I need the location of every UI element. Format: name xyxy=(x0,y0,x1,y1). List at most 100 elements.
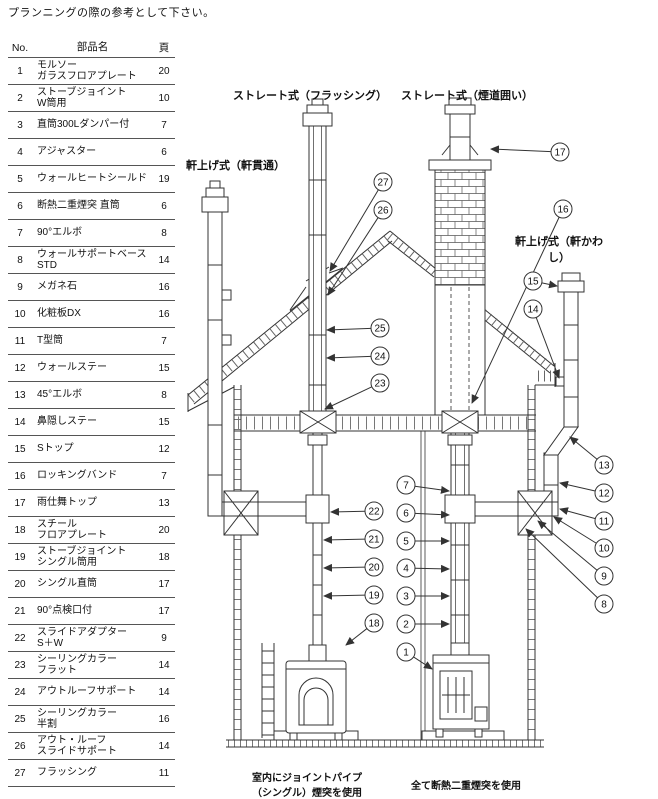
callout-leader xyxy=(569,436,598,460)
row-no: 4 xyxy=(17,146,23,158)
row-page: 17 xyxy=(158,605,170,617)
row-name: ストーブジョイント W筒用 xyxy=(37,86,127,110)
row-name: アジャスター xyxy=(37,146,97,158)
callout-circle xyxy=(594,594,614,614)
row-name: T型筒 xyxy=(37,335,64,347)
callout-circle xyxy=(373,172,393,192)
label-straight-enclosure: ストレート式（煙道囲い） xyxy=(401,90,533,102)
callout-leader xyxy=(414,510,450,519)
row-name: ウォールステー xyxy=(37,362,107,374)
row-name: アウト・ルーフ スライドサポート xyxy=(37,734,117,758)
row-name: ウォールサポートベース STD xyxy=(37,248,147,272)
callout-number: 19 xyxy=(368,591,380,602)
header-name: 部品名 xyxy=(76,41,109,54)
row-no: 12 xyxy=(14,362,26,374)
row-page: 6 xyxy=(161,146,167,158)
callout-number: 18 xyxy=(368,619,380,630)
interior-single-pipe xyxy=(222,432,330,646)
callout-leader xyxy=(327,217,379,296)
callout-number: 14 xyxy=(527,305,539,316)
row-name: モルソー ガラスフロアプレート xyxy=(37,59,137,83)
row-name: フラッシング xyxy=(37,767,97,779)
row-page: 7 xyxy=(161,119,167,131)
callout-leader xyxy=(541,280,558,289)
row-name: スライドアダプター S＋W xyxy=(37,626,127,650)
callout-circle xyxy=(523,271,543,291)
callout-number: 21 xyxy=(368,535,380,546)
row-name: ロッキングバンド xyxy=(37,470,118,482)
row-page: 6 xyxy=(161,200,167,212)
row-no: 18 xyxy=(14,524,26,536)
callout-number: 15 xyxy=(527,277,539,288)
callout-circle xyxy=(594,455,614,475)
roof xyxy=(187,230,556,412)
callout-circle xyxy=(594,483,614,503)
callout-number: 8 xyxy=(601,600,607,611)
callout-circle xyxy=(370,373,390,393)
callout-number: 22 xyxy=(368,507,380,518)
row-no: 13 xyxy=(14,389,26,401)
label-eave-penetration: 軒上げ式（軒貫通） xyxy=(186,160,285,172)
callout-circle xyxy=(364,613,384,633)
row-no: 22 xyxy=(14,632,26,644)
callout-number: 7 xyxy=(403,481,409,492)
callout-number: 11 xyxy=(599,517,610,528)
row-name: 45°エルボ xyxy=(37,389,83,401)
row-no: 11 xyxy=(14,335,26,347)
row-page: 17 xyxy=(158,578,170,590)
row-page: 10 xyxy=(158,92,170,104)
callout-circle xyxy=(396,586,416,606)
row-page: 14 xyxy=(158,254,170,266)
row-no: 5 xyxy=(17,173,23,185)
row-page: 19 xyxy=(158,173,170,185)
row-page: 15 xyxy=(158,362,170,374)
callout-number: 10 xyxy=(598,544,610,555)
row-name: Sトップ xyxy=(37,443,74,455)
row-name: シーリングカラー フラット xyxy=(37,653,117,677)
row-no: 26 xyxy=(14,740,26,752)
callout-circle xyxy=(396,558,416,578)
parts-table-header: No. 部品名 頁 xyxy=(8,38,175,58)
callout-circle xyxy=(594,538,614,558)
row-no: 14 xyxy=(14,416,26,428)
note-left: 室内にジョイントパイプ （シングル）煙突を使用 xyxy=(252,773,362,799)
callout-circle xyxy=(370,318,390,338)
callout-number: 1 xyxy=(403,648,409,659)
row-no: 6 xyxy=(17,200,23,212)
callout-leader xyxy=(326,325,372,334)
callout-number: 20 xyxy=(368,563,380,574)
row-no: 1 xyxy=(17,65,23,77)
row-page: 9 xyxy=(161,632,167,644)
callout-number: 16 xyxy=(557,205,569,216)
row-name: 鼻隠しステー xyxy=(37,416,97,428)
intro-text: プランニングの際の参考として下さい。 xyxy=(8,7,215,19)
callout-number: 25 xyxy=(374,324,386,335)
house-drawing xyxy=(187,97,585,748)
label-straight-flashing: ストレート式（フラッシング） xyxy=(233,90,387,102)
row-name: 化粧板DX xyxy=(37,308,81,320)
row-no: 3 xyxy=(17,119,23,131)
table-row: 12 ウォールステー 15 xyxy=(8,355,175,382)
callout-leader xyxy=(323,535,366,544)
callout-number: 9 xyxy=(601,572,607,583)
note-right: 全て断熱二重煙突を使用 xyxy=(411,781,521,792)
row-no: 7 xyxy=(17,227,23,239)
callout-circle xyxy=(364,529,384,549)
